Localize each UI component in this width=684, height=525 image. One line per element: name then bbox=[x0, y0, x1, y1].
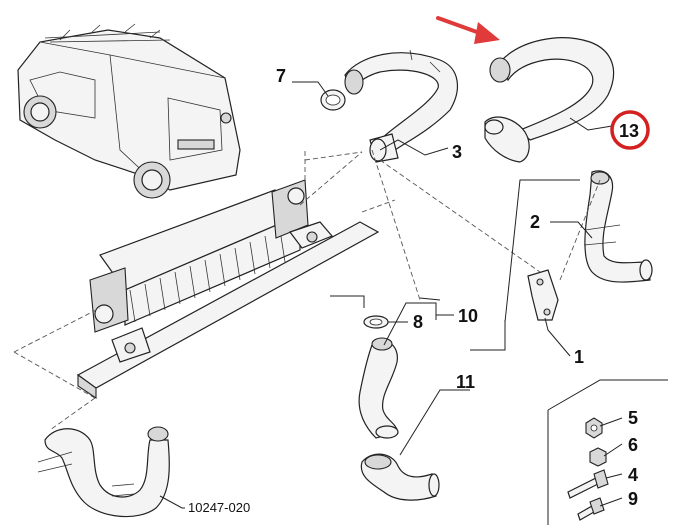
callout-13: 13 bbox=[619, 121, 639, 141]
clamp-7 bbox=[320, 89, 346, 111]
pipe-10 bbox=[358, 337, 399, 439]
highlight-circle-13 bbox=[610, 110, 650, 150]
reference-code: 10247-020 bbox=[188, 500, 250, 515]
callout-4: 4 bbox=[628, 465, 638, 485]
callout-2: 2 bbox=[530, 212, 540, 232]
hose-13 bbox=[484, 37, 615, 163]
intercooler bbox=[89, 179, 309, 333]
pipe-2 bbox=[583, 170, 653, 283]
gasket-8 bbox=[363, 315, 389, 329]
callout-9: 9 bbox=[628, 489, 638, 509]
hose-lower-left bbox=[37, 426, 170, 518]
nut-5 bbox=[585, 417, 603, 439]
callout-1: 1 bbox=[574, 347, 584, 367]
van-illustration bbox=[17, 23, 241, 199]
crossmember bbox=[76, 221, 380, 400]
callout-8: 8 bbox=[413, 312, 423, 332]
nut-6 bbox=[589, 447, 607, 467]
callout-6: 6 bbox=[628, 435, 638, 455]
callout-5: 5 bbox=[628, 408, 638, 428]
callout-7: 7 bbox=[276, 66, 286, 86]
highlight-arrow bbox=[436, 16, 500, 44]
hose-11 bbox=[360, 453, 440, 501]
hose-3-assembly bbox=[344, 49, 458, 163]
bolt-4 bbox=[567, 469, 609, 499]
fastener-box bbox=[547, 379, 668, 525]
callout-3: 3 bbox=[452, 142, 462, 162]
callout-11: 11 bbox=[456, 372, 475, 392]
leader-lines bbox=[159, 81, 623, 509]
callout-10: 10 bbox=[458, 306, 478, 326]
bolt-9 bbox=[577, 497, 605, 521]
bracket-1 bbox=[527, 269, 559, 321]
assembly-lines bbox=[13, 149, 601, 431]
